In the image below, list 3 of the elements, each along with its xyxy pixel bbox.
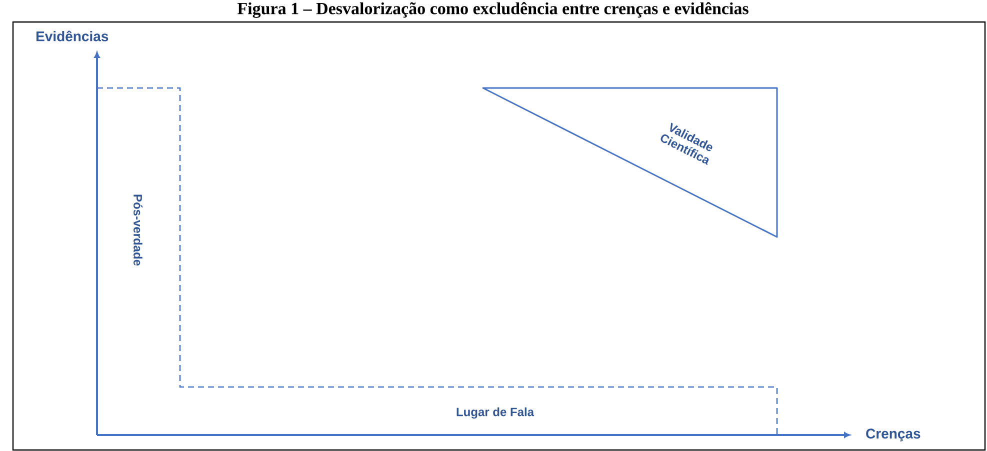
axis-label: Crenças	[866, 428, 920, 442]
axis-label: Evidências	[36, 30, 108, 42]
figure-title: Figura 1 – Desvalorização como excludência entre crenças e evidências	[238, 2, 748, 18]
